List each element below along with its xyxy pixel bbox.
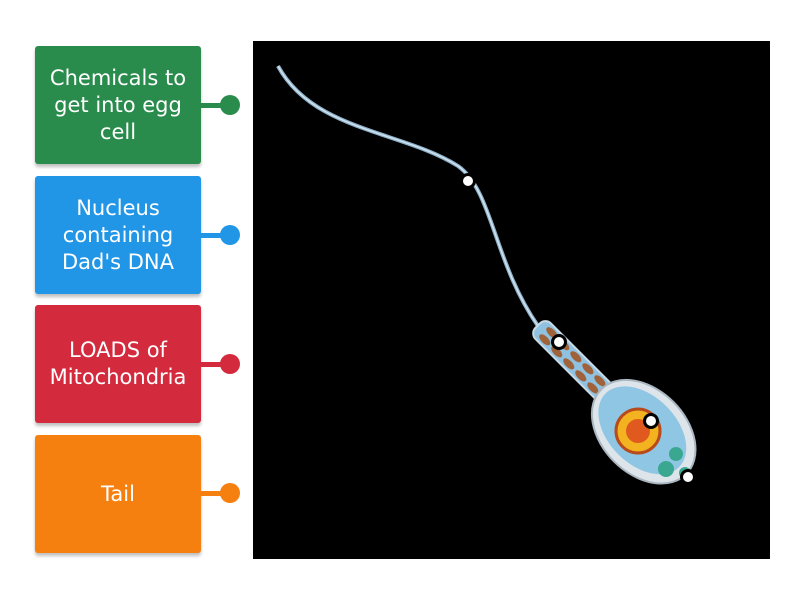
connector [200,103,230,108]
sperm-cell-image [276,65,697,485]
connector [200,491,230,496]
hotspot-mitochondria[interactable] [551,334,567,350]
label-tail[interactable]: Tail [35,435,201,553]
sperm-cell-diagram [253,41,770,559]
hotspot-chemicals[interactable] [680,469,696,485]
connector-dot[interactable] [220,95,240,115]
connector-dot[interactable] [220,483,240,503]
hotspot-tail[interactable] [460,173,476,189]
connector-dot[interactable] [220,225,240,245]
connector [200,233,230,238]
hotspot-nucleus[interactable] [643,413,659,429]
connector-dot[interactable] [220,354,240,374]
label-chemicals[interactable]: Chemicals to get into egg cell [35,46,201,164]
label-nucleus[interactable]: Nucleus containing Dad's DNA [35,176,201,294]
connector [200,362,230,367]
label-mitochondria[interactable]: LOADS of Mitochondria [35,305,201,423]
